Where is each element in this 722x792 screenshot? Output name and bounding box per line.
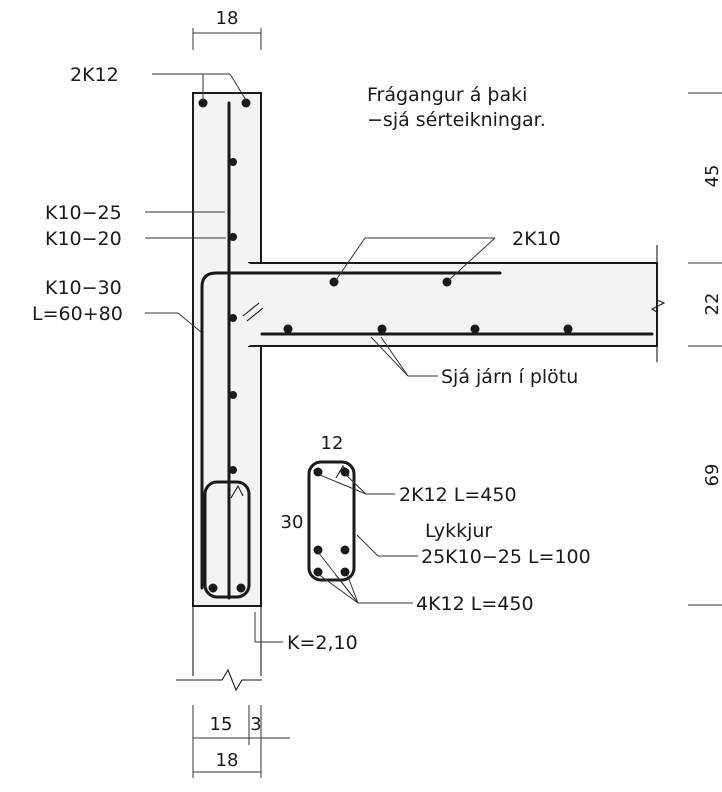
bar-dot (236, 583, 246, 593)
label-k10-20: K10−20 (45, 228, 122, 250)
dimension-lines (192, 28, 722, 778)
bar-dot (377, 324, 387, 334)
dim-section-height: 30 (281, 512, 304, 533)
dim-bottom-left: 15 (210, 714, 233, 735)
bar-dot (340, 467, 350, 477)
label-k10-25: K10−25 (45, 202, 122, 224)
bar-dot (283, 324, 293, 334)
label-slab-reference: Sjá járn í plötu (441, 366, 578, 388)
break-line (176, 668, 262, 692)
label-level: K=2,10 (287, 632, 358, 654)
label-k10-30: K10−30 (45, 277, 122, 299)
label-section-bottom-bars: 4K12 L=450 (416, 593, 534, 615)
label-length: L=60+80 (32, 303, 123, 325)
cross-section (307, 460, 356, 582)
bar-dot (563, 324, 573, 334)
wall-reinforcement (198, 98, 502, 600)
note-line-2: −sjá sérteikningar. (367, 109, 546, 131)
label-stirrups-title: Lykkjur (425, 520, 492, 542)
wall-stirrup (203, 480, 251, 599)
bar-dot (313, 545, 323, 555)
slab-break-symbol (650, 299, 666, 313)
bar-dot (340, 545, 350, 555)
bar-dot (470, 324, 480, 334)
bar-dot (229, 158, 237, 166)
bar-dot (198, 98, 208, 108)
label-top-bars: 2K12 (70, 64, 119, 86)
note-line-1: Frágangur á þaki (367, 84, 527, 106)
dim-section-width: 12 (321, 433, 344, 454)
label-stirrups: 25K10−25 L=100 (421, 546, 591, 568)
bar-dot (229, 233, 237, 241)
leader-lines (145, 73, 496, 643)
bar-dot (229, 466, 237, 474)
bar-dot (241, 98, 251, 108)
bar-dot (313, 567, 323, 577)
dim-right-upper: 45 (702, 165, 722, 188)
labels: 2K12 K10−25 K10−20 K10−30 L=60+80 2K10 F… (32, 8, 722, 771)
label-slab-bars: 2K10 (512, 228, 561, 250)
bar-dot (313, 467, 323, 477)
dim-bottom-right: 3 (250, 714, 261, 735)
wall-concrete (176, 92, 262, 692)
dim-bottom-total: 18 (216, 750, 239, 771)
dim-top-width: 18 (216, 8, 239, 29)
bar-dot (208, 583, 218, 593)
hook-bar-k10-30 (200, 271, 502, 590)
bar-dot (229, 391, 237, 399)
slab-concrete (247, 245, 666, 362)
dim-right-lower: 69 (702, 464, 722, 487)
label-section-top-bars: 2K12 L=450 (399, 484, 517, 506)
bar-dot (340, 567, 350, 577)
bar-dot (229, 314, 237, 322)
dim-slab-thickness: 22 (702, 293, 722, 316)
